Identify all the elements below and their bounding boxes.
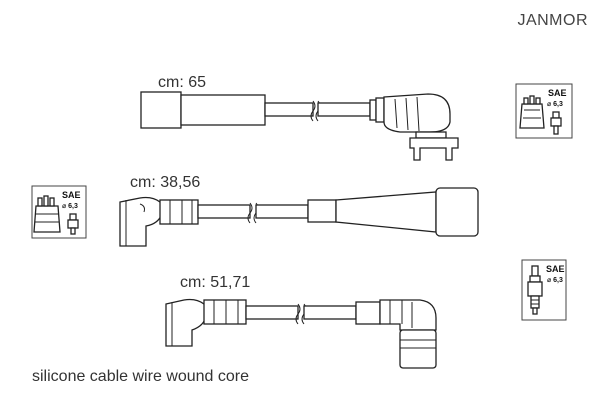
badge-left-sae: SAE [62, 190, 81, 200]
distributor-cap-icon [33, 195, 61, 233]
cable-3-length: cm: 51,71 [180, 274, 251, 291]
badge-right-diameter: ⌀ 6,3 [547, 277, 563, 284]
cable-3-elbow-boot [379, 299, 437, 331]
badge-top-sae: SAE [548, 88, 567, 98]
badge-spark-plug-right: SAE ⌀ 6,3 [521, 259, 567, 321]
cable-1-terminal-clip [409, 137, 459, 161]
cable-2-length: cm: 38,56 [130, 174, 201, 191]
spark-plug-icon [67, 213, 79, 235]
cable-1-wire-right [317, 102, 371, 117]
cable-1-sleeve [180, 94, 266, 126]
spark-plug-icon [550, 111, 562, 135]
cable-2 [119, 187, 479, 247]
cable-1-angled-boot [383, 93, 451, 133]
cable-2-wire-right [255, 204, 309, 219]
badge-top-diameter: ⌀ 6,3 [547, 101, 563, 108]
badge-distributor-left: SAE ⌀ 6,3 [31, 185, 87, 239]
spark-plug-icon [527, 265, 543, 315]
cable-2-long-boot [335, 191, 437, 233]
cable-2-cap-end [435, 187, 479, 237]
cable-3-wire-right [303, 305, 357, 320]
badge-right-sae: SAE [546, 264, 565, 274]
product-description: silicone cable wire wound core [32, 368, 249, 385]
cable-1-length: cm: 65 [158, 74, 207, 91]
cable-3-wire-left [245, 305, 299, 320]
distributor-cap-icon [519, 95, 545, 129]
cable-2-wire-left [197, 204, 251, 219]
cable-3 [165, 298, 437, 369]
badge-distributor-top: SAE ⌀ 6,3 [515, 83, 573, 139]
cable-1-straight-boot [140, 91, 182, 129]
cable-3-down-boot [399, 329, 437, 369]
cable-3-sleeve [203, 299, 247, 325]
brand-label: JANMOR [517, 12, 588, 29]
badge-left-diameter: ⌀ 6,3 [62, 203, 78, 210]
cable-1 [140, 91, 459, 161]
cable-1-wire-left [264, 102, 314, 117]
